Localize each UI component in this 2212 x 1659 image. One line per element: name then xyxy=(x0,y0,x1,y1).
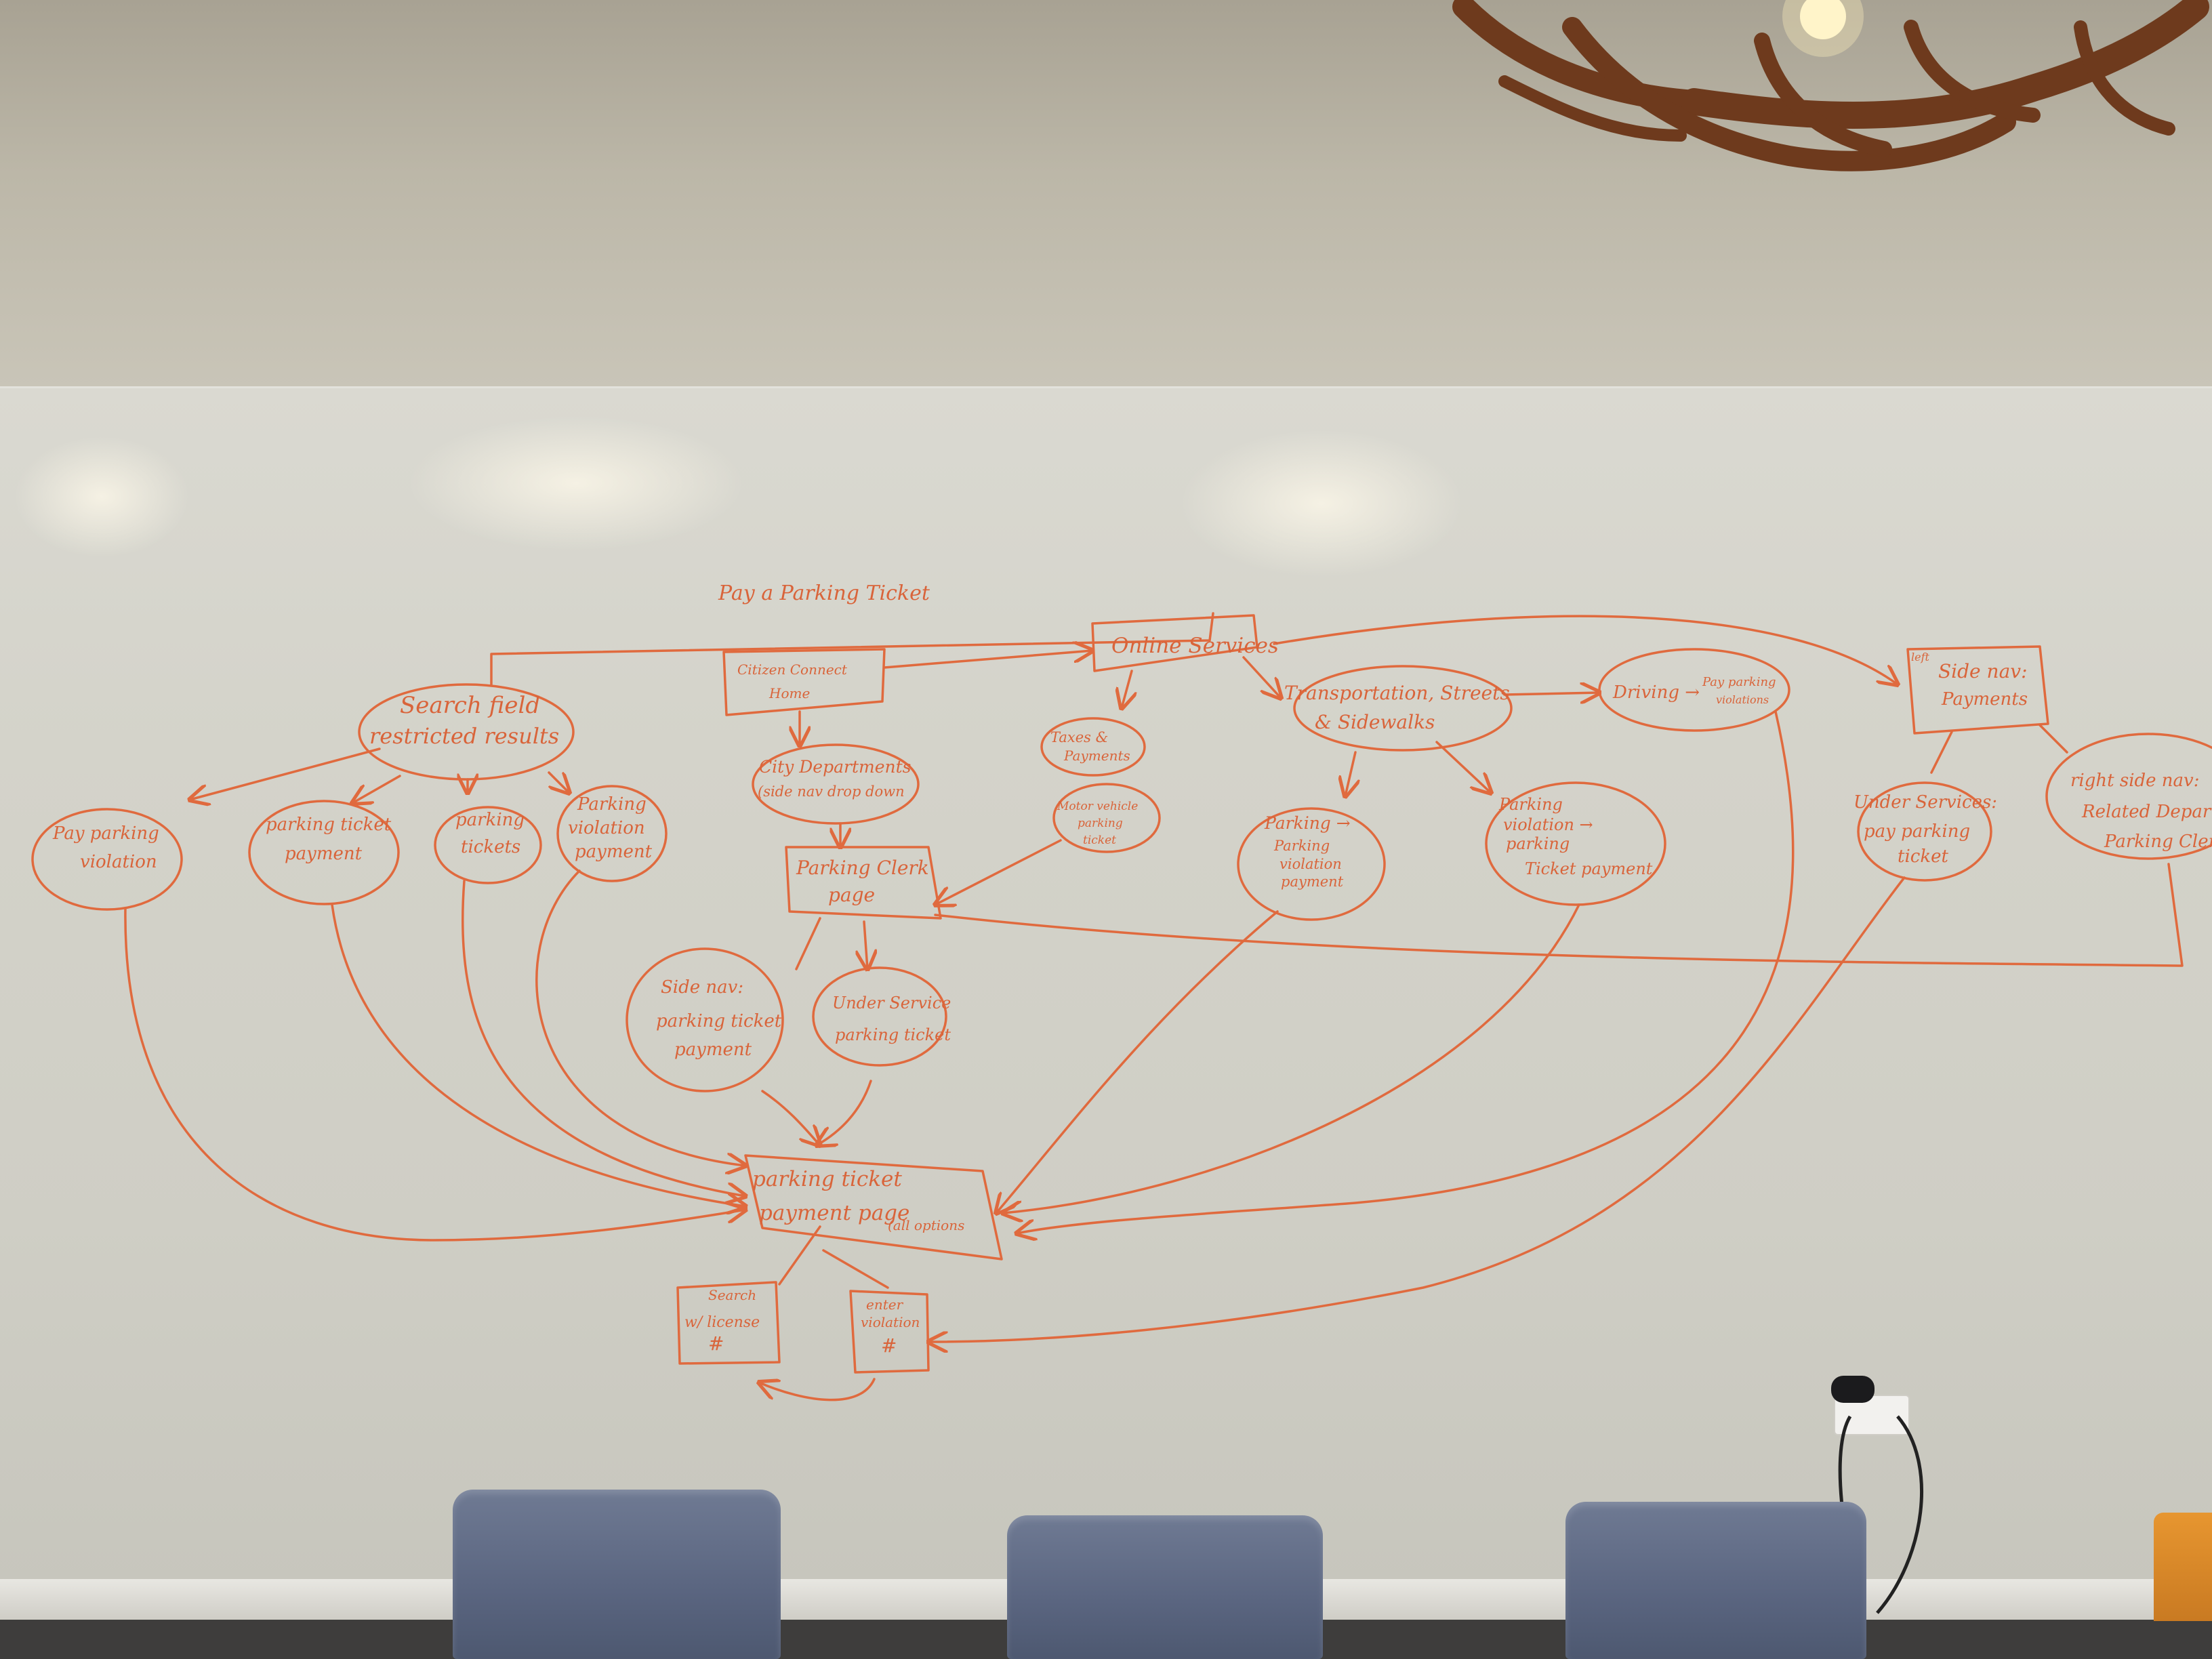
upper-wall xyxy=(0,0,2212,386)
search-field-label: restricted results xyxy=(369,723,559,749)
parking-violation-payment-label: Parking xyxy=(577,794,647,815)
node-driving-pay-parking xyxy=(1598,648,1790,732)
parking-violation-node-label: Parking xyxy=(1498,795,1563,814)
diagram-title: Pay a Parking Ticket xyxy=(718,581,930,605)
node-taxes-payments xyxy=(1040,717,1146,777)
node-transportation xyxy=(1293,665,1513,752)
city-departments-label: (side nav drop down xyxy=(758,783,905,800)
parking-node-label: Parking → xyxy=(1264,813,1351,833)
orange-bag xyxy=(2154,1513,2212,1621)
node-under-service-parking xyxy=(812,966,947,1067)
side-nav-ticket-label: parking ticket xyxy=(656,1011,782,1031)
node-under-services xyxy=(1857,781,1992,882)
motor-vehicle-label: parking xyxy=(1078,817,1123,830)
node-motor-vehicle-ticket xyxy=(1052,783,1161,853)
under-service-parking-label: parking ticket xyxy=(835,1025,951,1044)
node-pay-parking-violation xyxy=(31,808,183,911)
pay-parking-violation-label: Pay parking xyxy=(52,823,159,844)
side-nav-payments-label: Side nav: xyxy=(1938,660,2028,682)
right-side-nav-label: right side nav: xyxy=(2070,771,2200,791)
pay-parking-violation-label: violation xyxy=(80,852,157,872)
whiteboard-text: Pay a Parking Ticket Online Services Cit… xyxy=(52,581,2212,1357)
parking-clerk-label: Parking Clerk xyxy=(796,857,929,879)
payment-page-label: parking ticket xyxy=(752,1167,902,1191)
node-parking-ticket-payment xyxy=(248,800,400,905)
payment-page-label: (all options xyxy=(888,1217,964,1233)
node-search-license xyxy=(676,1281,781,1365)
citizen-connect-label: Home xyxy=(769,685,810,701)
parking-node-label: violation xyxy=(1279,856,1342,872)
payment-page-label: payment page xyxy=(759,1201,909,1225)
online-services-label: Online Services xyxy=(1111,634,1279,658)
node-side-nav-parking-ticket xyxy=(626,947,784,1092)
node-right-side-nav xyxy=(2045,733,2212,860)
node-parking-violation-arrow xyxy=(1485,781,1666,906)
side-nav-ticket-label: Side nav: xyxy=(661,977,743,998)
chair-back-center xyxy=(1007,1515,1323,1659)
connector-lines xyxy=(124,612,2184,1401)
city-departments-label: City Departments xyxy=(759,757,911,777)
node-enter-violation xyxy=(849,1290,930,1374)
parking-violation-node-label: parking xyxy=(1506,834,1570,853)
enter-violation-label: enter xyxy=(866,1296,904,1313)
parking-violation-payment-label: violation xyxy=(568,818,645,838)
enter-violation-label: violation xyxy=(861,1314,920,1330)
node-search-field xyxy=(358,683,575,781)
node-parking-tickets xyxy=(434,806,542,884)
parking-violation-payment-label: payment xyxy=(575,842,653,862)
node-citizen-connect xyxy=(722,648,886,716)
parking-ticket-payment-label: parking ticket xyxy=(266,815,392,835)
enter-violation-label: # xyxy=(881,1334,897,1357)
driving-label: Driving → xyxy=(1612,682,1700,703)
parking-node-label: Parking xyxy=(1273,838,1330,854)
chair-back-left xyxy=(453,1490,781,1659)
search-field-label: Search field xyxy=(400,692,540,719)
side-nav-ticket-label: payment xyxy=(674,1040,752,1060)
parking-clerk-label: page xyxy=(828,884,875,906)
parking-ticket-payment-label: payment xyxy=(285,844,363,864)
node-online-services xyxy=(1091,614,1258,672)
light-glare xyxy=(1179,429,1464,578)
parking-violation-node-label: Ticket payment xyxy=(1525,859,1653,878)
node-parking-clerk xyxy=(785,846,942,920)
parking-tickets-label: tickets xyxy=(461,837,520,857)
motor-vehicle-label: ticket xyxy=(1083,834,1116,847)
transportation-label: Transportation, Streets xyxy=(1284,682,1510,704)
pay-parking-violations-label: Pay parking xyxy=(1702,675,1776,689)
right-side-nav-label: Related Depart xyxy=(2081,802,2212,822)
node-side-nav-payments xyxy=(1906,645,2049,735)
motor-vehicle-label: Motor vehicle xyxy=(1057,800,1138,813)
search-license-label: Search xyxy=(708,1287,756,1303)
side-nav-payments-label: Payments xyxy=(1941,689,2028,710)
right-side-nav-label: Parking Clerk xyxy=(2104,832,2212,852)
node-payment-page xyxy=(744,1154,1003,1261)
light-glare xyxy=(14,436,190,558)
light-glare xyxy=(407,415,745,551)
taxes-payments-label: Taxes & xyxy=(1050,729,1108,745)
parking-violation-node-label: violation → xyxy=(1503,815,1593,834)
citizen-connect-label: Citizen Connect xyxy=(737,661,848,678)
node-parking-violation-payment xyxy=(556,785,668,882)
node-shapes xyxy=(31,614,2212,1374)
under-service-parking-label: Under Service xyxy=(832,994,951,1012)
pay-parking-violations-label: violations xyxy=(1716,693,1769,706)
search-license-label: # xyxy=(708,1332,724,1355)
parking-tickets-label: parking xyxy=(455,810,525,830)
taxes-payments-label: Payments xyxy=(1063,747,1130,764)
node-parking-arrow xyxy=(1237,807,1386,921)
parking-node-label: payment xyxy=(1281,874,1344,890)
antler-chandelier xyxy=(1452,0,2209,171)
under-services-label: pay parking xyxy=(1864,821,1970,842)
webcam-device xyxy=(1831,1376,1875,1403)
transportation-label: & Sidewalks xyxy=(1315,711,1435,733)
under-services-label: Under Services: xyxy=(1853,792,1997,813)
node-city-departments xyxy=(752,743,920,825)
search-license-label: w/ license xyxy=(684,1314,760,1331)
side-nav-payments-label: left xyxy=(1911,651,1930,663)
under-services-label: ticket xyxy=(1898,846,1948,867)
chair-back-right xyxy=(1565,1502,1866,1659)
